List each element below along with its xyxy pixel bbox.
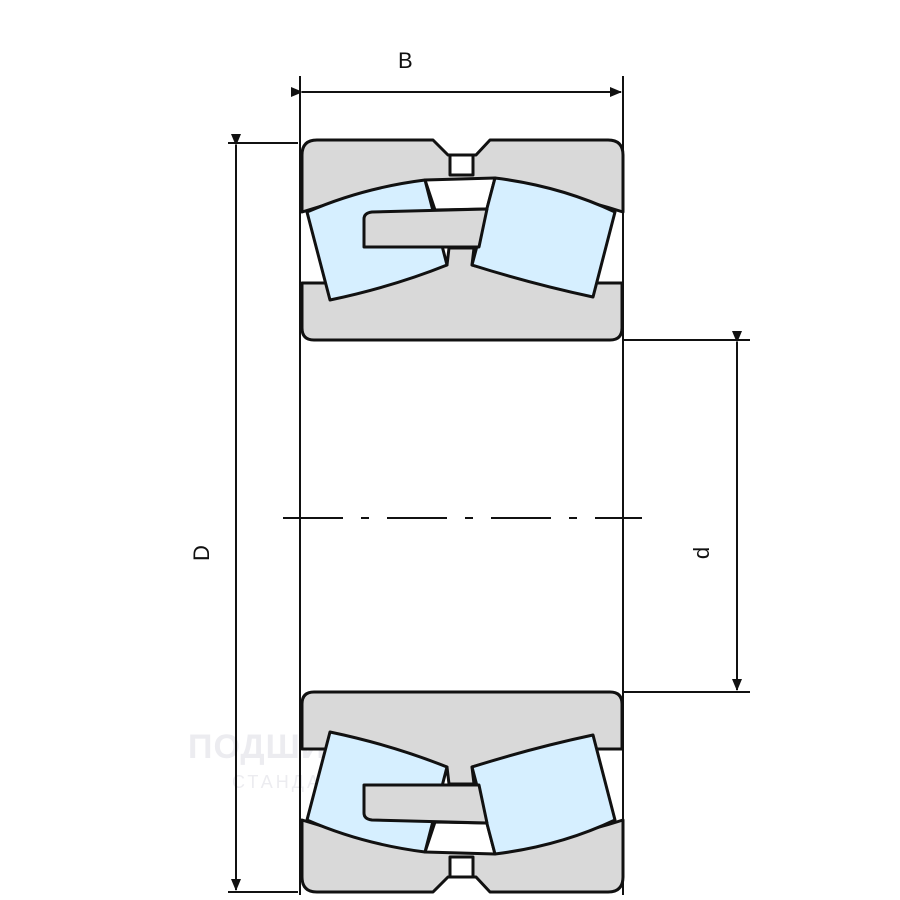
label-D: D xyxy=(188,545,214,561)
bearing-top-section xyxy=(300,138,625,342)
bearing-bottom-section xyxy=(300,690,625,894)
label-B: B xyxy=(398,48,413,73)
label-d: d xyxy=(689,546,715,560)
